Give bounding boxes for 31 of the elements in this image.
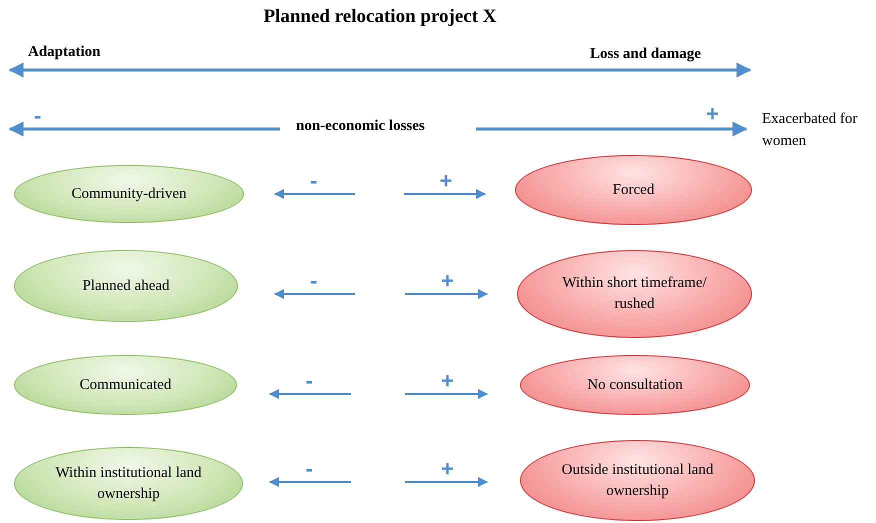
- edge-label: -: [310, 270, 318, 292]
- edge-label: +: [441, 270, 454, 292]
- arrow: [274, 289, 355, 299]
- node-text: Within short timeframe/ rushed: [561, 274, 708, 314]
- edge-label: -: [306, 370, 313, 392]
- edge-label: +: [441, 458, 454, 480]
- arrow: [404, 189, 486, 199]
- node-text: Forced: [612, 180, 654, 200]
- edge-label: +: [440, 170, 452, 192]
- axis-label: non-economic losses: [296, 118, 425, 135]
- title: Planned relocation project X: [262, 6, 498, 28]
- arrow: [269, 389, 351, 399]
- arrow: [405, 477, 488, 487]
- scale-end-label: Adaptation: [28, 44, 101, 61]
- node-text: Outside institutional land ownership: [560, 460, 714, 500]
- edge-label: -: [306, 458, 313, 480]
- plus-sign: +: [706, 103, 719, 125]
- node-text: Planned ahead: [82, 276, 170, 296]
- arrow: [405, 389, 488, 399]
- arrow: [405, 289, 488, 299]
- arrow: [274, 189, 355, 199]
- minus-sign: -: [34, 105, 42, 127]
- note-text: Exacerbated for women: [762, 110, 858, 151]
- edge-label: -: [310, 170, 318, 192]
- node-text: Community-driven: [72, 184, 186, 204]
- arrow: [269, 477, 351, 487]
- node-text: Within institutional land ownership: [54, 464, 203, 504]
- node-text: Communicated: [80, 376, 172, 394]
- scale-end-label: Loss and damage: [590, 46, 701, 63]
- node-text: No consultation: [587, 376, 683, 394]
- edge-label: +: [441, 370, 454, 392]
